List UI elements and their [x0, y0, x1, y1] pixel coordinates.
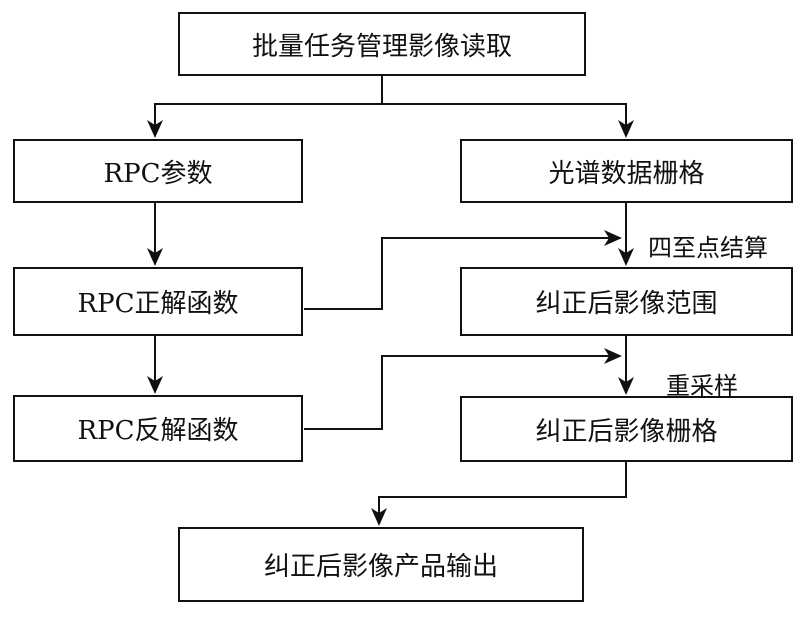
connector-inverse-to-resample: [304, 355, 614, 430]
node-output: 纠正后影像产品输出: [178, 527, 584, 602]
node-rectified-extent: 纠正后影像范围: [460, 267, 793, 336]
arrow-to-rpc-inverse: [147, 376, 163, 394]
arrow-to-rpc-forward: [147, 248, 163, 266]
node-rpc-forward-label: RPC正解函数: [77, 289, 239, 319]
node-rpc-params: RPC参数: [13, 139, 303, 203]
node-rectified-raster: 纠正后影像栅格: [460, 396, 793, 462]
node-spectral-raster-label: 光谱数据栅格: [548, 158, 705, 189]
arrow-to-rpc-params: [147, 120, 163, 138]
node-rpc-params-label: RPC参数: [103, 158, 213, 189]
arrow-to-rectified-raster: [618, 377, 634, 395]
arrow-to-output: [371, 508, 387, 526]
node-output-label: 纠正后影像产品输出: [263, 552, 498, 582]
node-spectral-raster: 光谱数据栅格: [460, 139, 793, 203]
arrow-to-rectified-extent: [618, 248, 634, 266]
node-batch-read-label: 批量任务管理影像读取: [251, 31, 512, 62]
node-rectified-raster-label: 纠正后影像栅格: [535, 416, 718, 447]
connector-raster-to-output: [378, 462, 627, 518]
node-rectified-extent-label: 纠正后影像范围: [535, 289, 718, 319]
node-batch-read: 批量任务管理影像读取: [178, 12, 586, 76]
arrow-resample: [604, 348, 622, 364]
edge-label-resample: 重采样: [666, 372, 738, 400]
node-rpc-inverse: RPC反解函数: [13, 395, 303, 462]
connector-forward-to-corner-calc: [304, 237, 614, 310]
arrow-corner-calc: [604, 230, 622, 246]
arrow-to-spectral-raster: [618, 120, 634, 138]
connector-top-split: [154, 76, 627, 130]
node-rpc-inverse-label: RPC反解函数: [77, 416, 239, 446]
edge-label-corner-calc: 四至点结算: [648, 234, 768, 262]
node-rpc-forward: RPC正解函数: [13, 267, 303, 336]
